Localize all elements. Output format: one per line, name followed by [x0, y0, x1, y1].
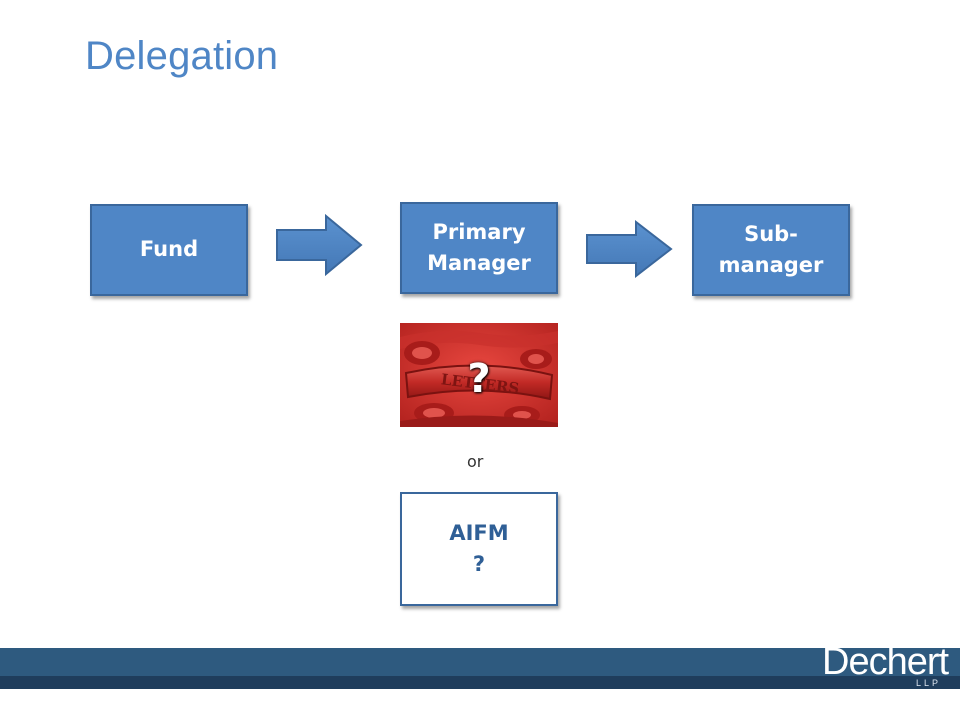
letterbox-photo: LETTERS ? — [400, 323, 558, 427]
logo-sub-text: LLP — [916, 678, 942, 688]
letterbox-image: LETTERS — [400, 323, 558, 427]
aifm-box: AIFM ? — [400, 492, 558, 606]
photo-question-mark: ? — [467, 356, 491, 402]
sub-manager-box: Sub- manager — [692, 204, 850, 296]
arrow-right-icon — [586, 220, 673, 278]
aifm-label: AIFM ? — [449, 520, 509, 577]
arrow-right-icon — [276, 214, 363, 276]
primary-manager-label: Primary Manager — [427, 219, 531, 276]
sub-manager-label: Sub- manager — [718, 221, 824, 278]
primary-manager-box: Primary Manager — [400, 202, 558, 294]
or-label: or — [467, 452, 484, 471]
logo-text: Dechert — [822, 641, 949, 683]
dechert-logo: Dechert LLP — [822, 641, 949, 688]
fund-label: Fund — [139, 237, 199, 262]
footer-band-dark — [0, 676, 960, 689]
fund-box: Fund — [90, 204, 248, 296]
footer-band — [0, 648, 960, 676]
slide-title: Delegation — [85, 34, 279, 78]
